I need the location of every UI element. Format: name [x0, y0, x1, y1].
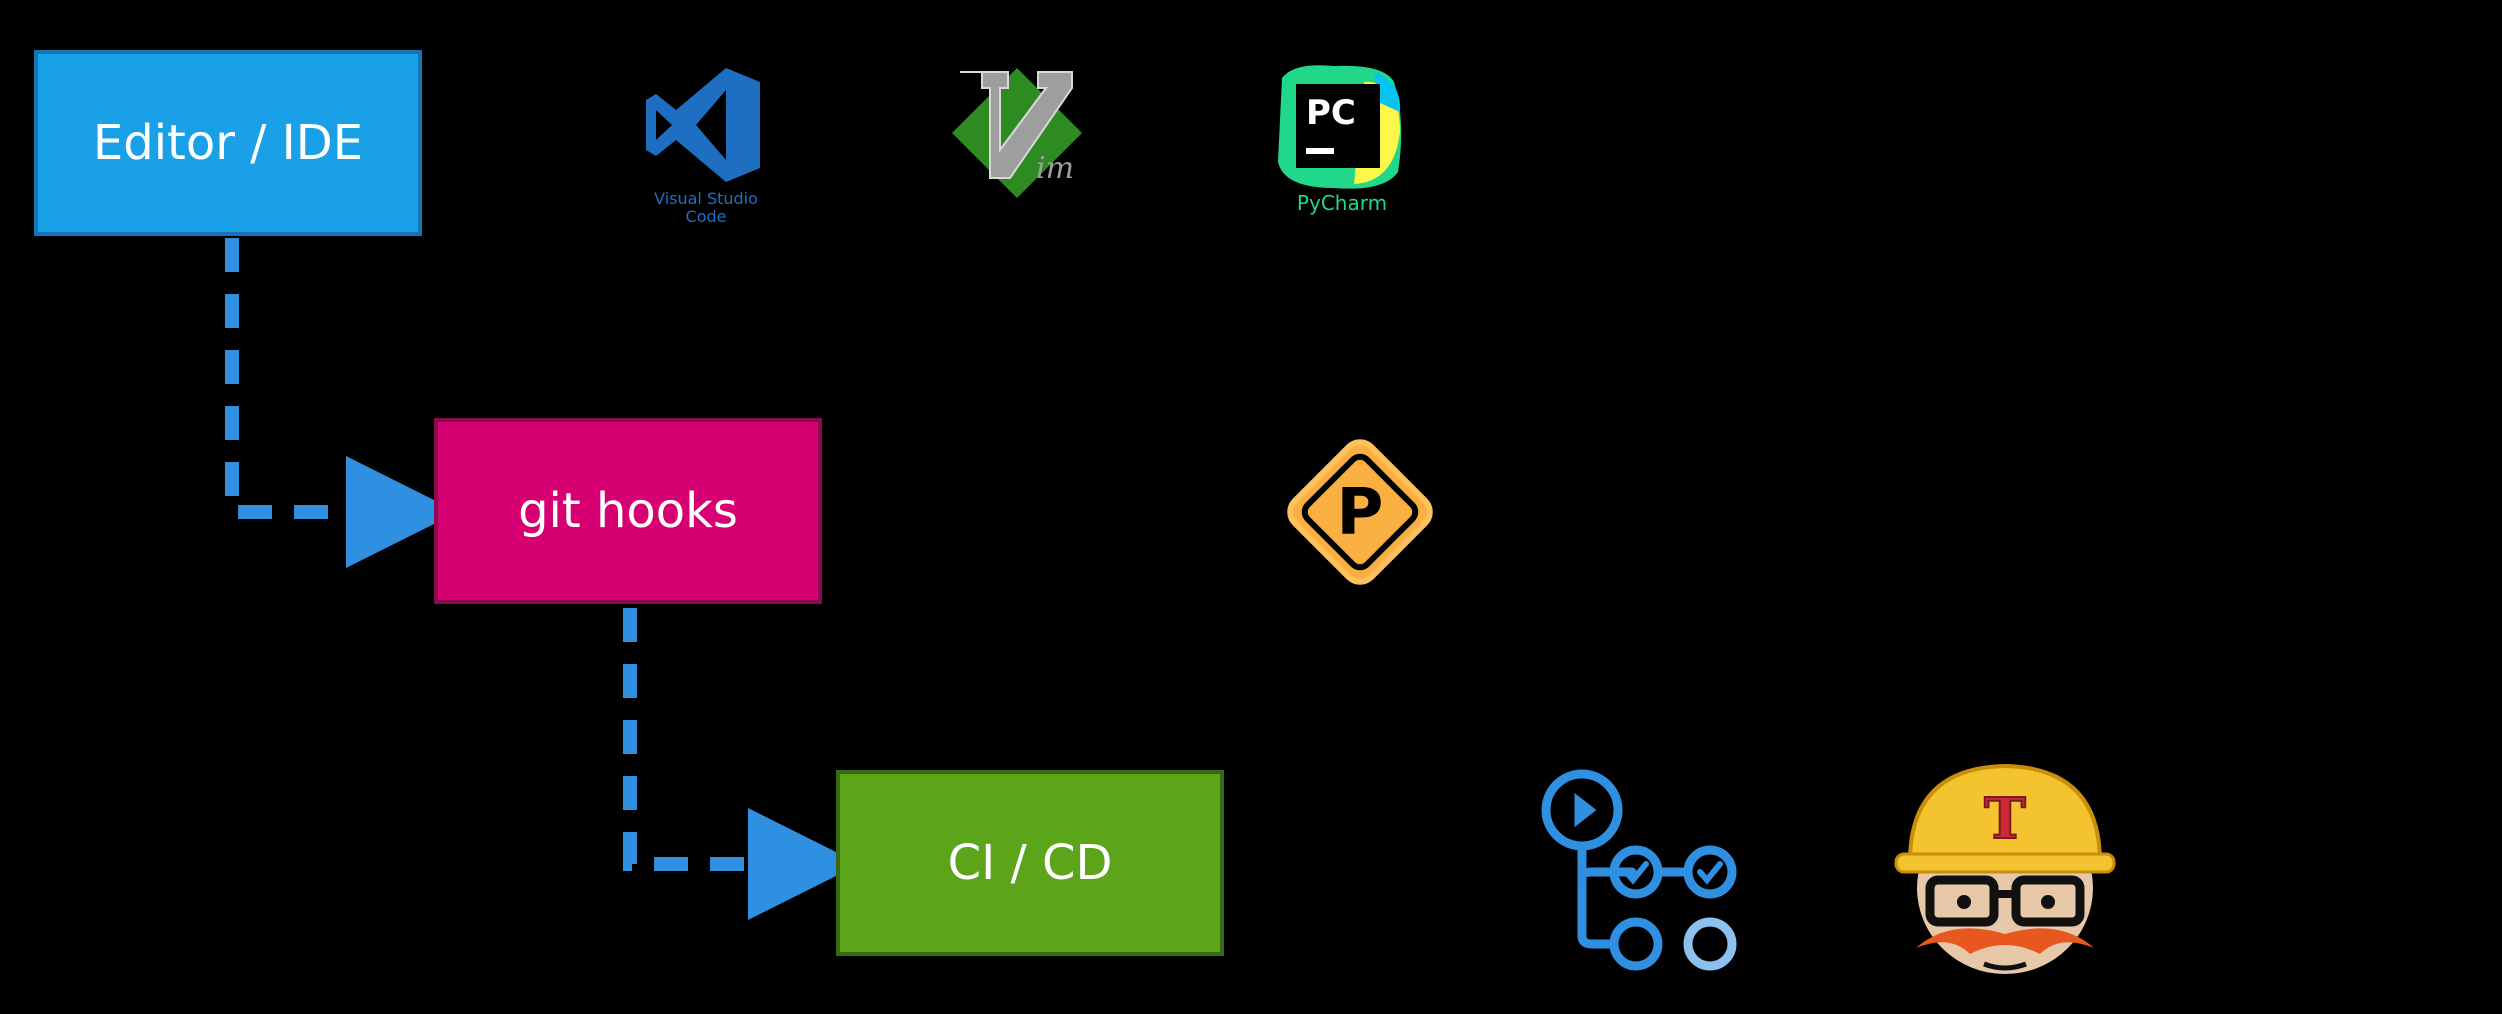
pre-commit-mark: P: [1337, 476, 1384, 550]
vim-icon: im: [950, 66, 1084, 202]
travis-ci-icon: T: [1890, 758, 2120, 978]
pycharm-icon: PC PyCharm: [1274, 62, 1410, 230]
connector-editor-to-hooks: [225, 238, 458, 568]
vscode-caption: Visual Studio: [654, 189, 758, 208]
pre-commit-icon: P: [1270, 422, 1450, 602]
ci-cd-box: CI / CD: [836, 770, 1224, 956]
editor-ide-label: Editor / IDE: [92, 115, 364, 171]
ci-cd-label: CI / CD: [947, 835, 1113, 891]
connector-hooks-to-cicd: [623, 608, 860, 920]
vscode-icon: Visual Studio Code: [636, 60, 776, 228]
pycharm-mark: PC: [1306, 93, 1356, 133]
svg-text:im: im: [1036, 151, 1074, 186]
pycharm-caption: PyCharm: [1297, 191, 1387, 215]
git-hooks-label: git hooks: [518, 483, 738, 539]
travis-mark: T: [1984, 786, 2026, 852]
github-actions-icon: [1532, 766, 1752, 976]
git-hooks-box: git hooks: [434, 418, 822, 604]
svg-text:Code: Code: [686, 207, 727, 226]
editor-ide-box: Editor / IDE: [34, 50, 422, 236]
